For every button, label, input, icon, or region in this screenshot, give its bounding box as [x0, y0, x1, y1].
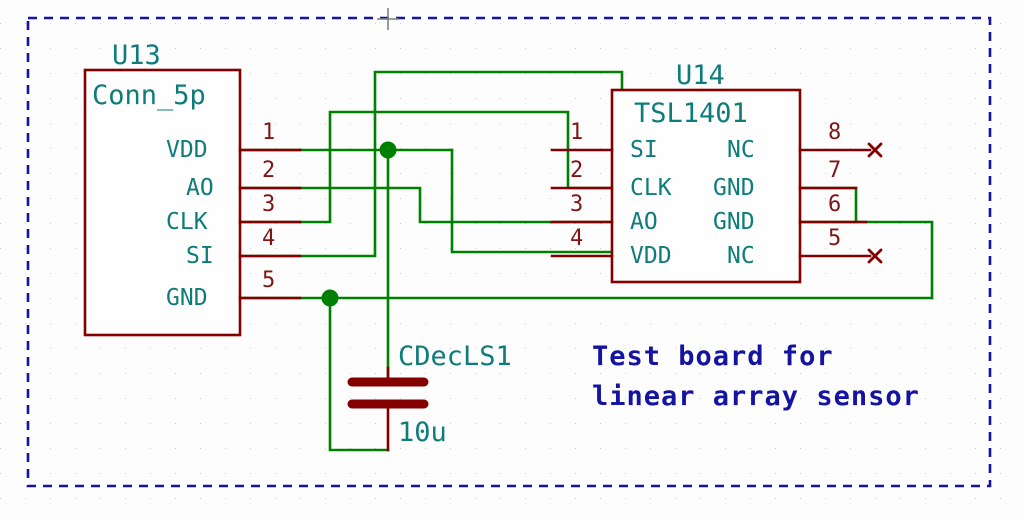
cap-reference[interactable]: CDecLS1	[398, 341, 512, 372]
u14-pin-name-nc-5: NC	[727, 243, 755, 269]
junction-dot-gnd	[321, 289, 339, 307]
u14-pin-name-nc-8: NC	[727, 137, 755, 163]
u13-pin-name-si: SI	[186, 243, 214, 269]
u14-pin-name-gnd-7: GND	[713, 175, 755, 201]
u14-body	[610, 88, 802, 284]
u13-pin-name-ao: AO	[186, 175, 214, 201]
u14-pin-number-8: 8	[828, 120, 842, 145]
note-line-1[interactable]: Test board for	[592, 341, 834, 372]
note-line-2[interactable]: linear array sensor	[592, 381, 920, 412]
no-connect-markers	[867, 142, 883, 264]
component-graphics	[83, 68, 872, 452]
u13-pin-name-clk: CLK	[166, 209, 208, 235]
u13-pin-number-2: 2	[262, 158, 276, 183]
u13-pin-number-4: 4	[262, 226, 276, 251]
u13-pin-number-5: 5	[262, 268, 276, 293]
u14-pin-name-si: SI	[630, 137, 658, 163]
u14-reference[interactable]: U14	[676, 60, 725, 91]
wire-clk	[238, 110, 614, 224]
u14-value[interactable]: TSL1401	[634, 98, 748, 129]
u13-pin-number-3: 3	[262, 192, 276, 217]
cursor-crosshair	[377, 8, 399, 30]
u13-pin-name-vdd: VDD	[166, 137, 208, 163]
u13-body	[83, 68, 242, 337]
u14-pin-number-1: 1	[570, 120, 584, 145]
u13-pin-number-1: 1	[262, 120, 276, 145]
wire-vdd-b	[450, 148, 614, 254]
u13-pin-name-gnd: GND	[166, 285, 208, 311]
u13-reference[interactable]: U13	[112, 40, 161, 71]
wire-u14-gnd-6	[798, 220, 934, 300]
u14-pin-name-ao: AO	[630, 209, 658, 235]
u14-pin-number-5: 5	[828, 226, 842, 251]
wire-gnd-to-cap	[328, 296, 390, 452]
junction-dot-vdd	[379, 141, 397, 159]
cap-value[interactable]: 10u	[398, 417, 447, 448]
u14-pin-number-2: 2	[570, 158, 584, 183]
u14-pin-number-3: 3	[570, 192, 584, 217]
u14-pin-name-clk: CLK	[630, 175, 672, 201]
u14-pin-name-vdd: VDD	[630, 243, 672, 269]
wire-ao	[238, 186, 614, 224]
no-connect-x-pin8	[867, 142, 883, 158]
u13-value[interactable]: Conn_5p	[92, 80, 206, 111]
no-connect-x-pin5	[867, 248, 883, 264]
u14-pin-number-4: 4	[570, 226, 584, 251]
u14-pin-number-7: 7	[828, 158, 842, 183]
wire-si	[238, 70, 624, 258]
u14-pin-name-gnd-6: GND	[713, 209, 755, 235]
sheet-border	[26, 16, 992, 488]
u14-pin-number-6: 6	[828, 192, 842, 217]
